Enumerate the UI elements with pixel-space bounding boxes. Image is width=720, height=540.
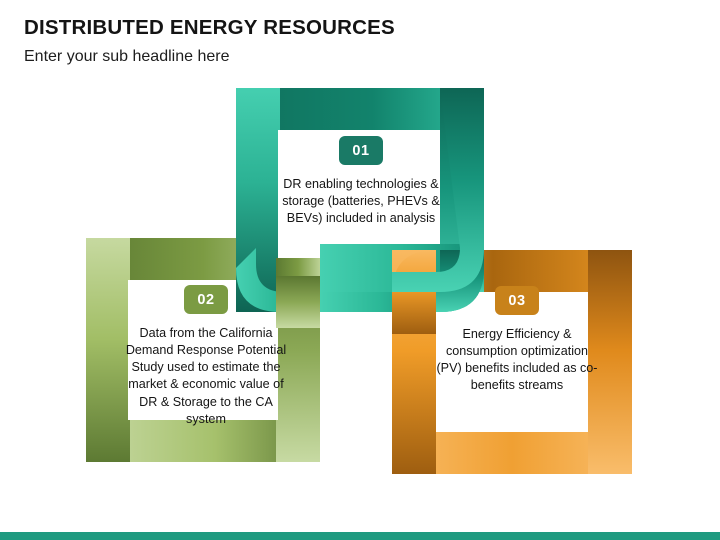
- link-badge-02: 02: [184, 285, 228, 314]
- link-text-03: Energy Efficiency & consumption optimiza…: [436, 327, 598, 393]
- link-text-02: Data from the California Demand Response…: [125, 326, 287, 426]
- link-card-02[interactable]: 02 Data from the California Demand Respo…: [122, 285, 290, 428]
- link-badge-01: 01: [339, 136, 383, 165]
- page-title: DISTRIBUTED ENERGY RESOURCES: [24, 16, 395, 39]
- link-card-01[interactable]: 01 DR enabling technologies & storage (b…: [278, 136, 444, 227]
- link-badge-03: 03: [495, 286, 539, 315]
- link-text-01: DR enabling technologies & storage (batt…: [282, 177, 440, 226]
- link-card-03[interactable]: 03 Energy Efficiency & consumption optim…: [434, 286, 600, 395]
- chain-link-green-tip: [276, 258, 320, 328]
- footer-accent-bar: [0, 532, 720, 540]
- page-subtitle: Enter your sub headline here: [24, 48, 230, 65]
- chain-link-teal-final-stripe: [392, 88, 484, 292]
